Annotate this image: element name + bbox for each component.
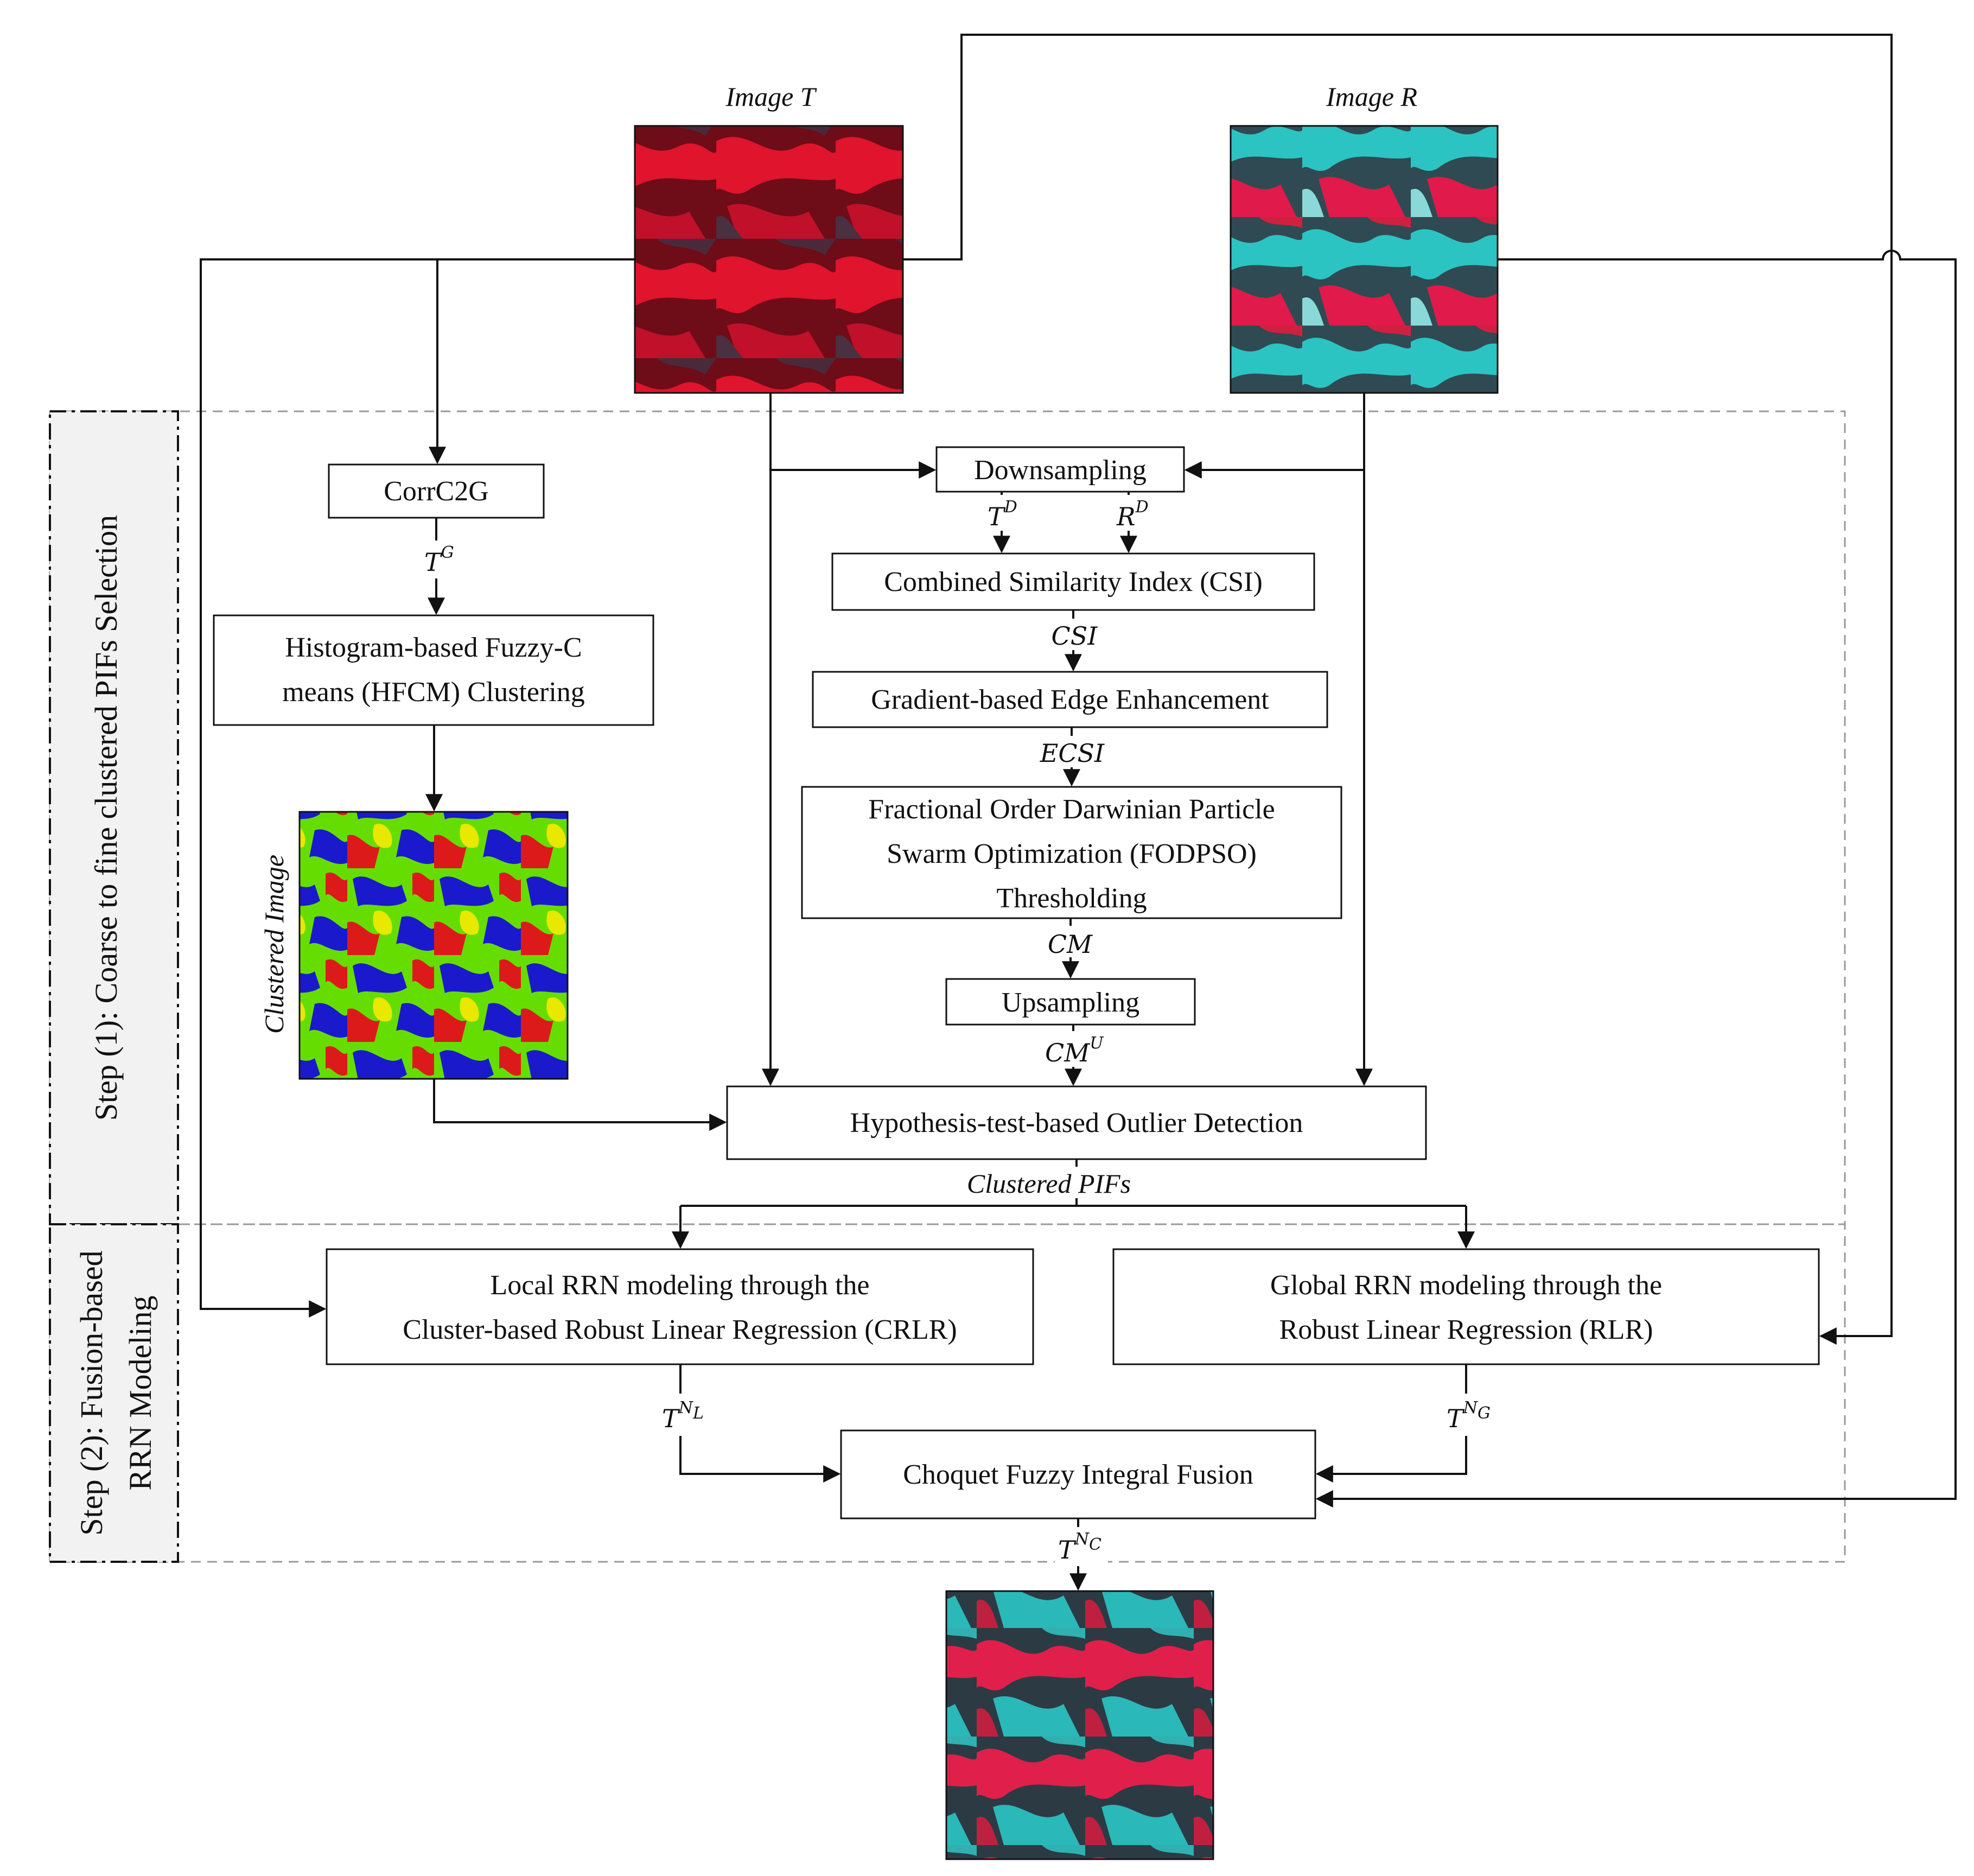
clustered-image-label: Clustered Image (259, 855, 289, 1034)
svg-text:TG: TG (424, 543, 454, 577)
svg-text:Histogram-based Fuzzy-C: Histogram-based Fuzzy-C (285, 632, 582, 663)
svg-text:TD: TD (988, 498, 1017, 531)
downsampling-box: Downsampling (935, 446, 1185, 493)
svg-text:Upsampling: Upsampling (1002, 987, 1139, 1018)
clustered-image (298, 811, 569, 1080)
svg-text:Gradient-based Edge Enhancemen: Gradient-based Edge Enhancement (871, 684, 1269, 715)
edge-label-td: TD (983, 495, 1030, 531)
hfcm-box: Histogram-based Fuzzy-C means (HFCM) Clu… (213, 614, 654, 726)
edge-label-csi: CSI (1047, 619, 1101, 651)
edge-enhancement-box: Gradient-based Edge Enhancement (812, 671, 1328, 728)
local-rrn-box: Local RRN modeling through the Cluster-b… (326, 1248, 1034, 1365)
svg-text:Combined Similarity Index (CSI: Combined Similarity Index (CSI) (884, 567, 1263, 597)
image-t (634, 125, 904, 394)
svg-text:TNC: TNC (1058, 1530, 1101, 1565)
svg-text:Clustered PIFs: Clustered PIFs (967, 1168, 1131, 1199)
edge-label-ecsi: ECSI (1035, 736, 1109, 768)
output-image (945, 1590, 1214, 1860)
step1-sidebar (49, 410, 179, 1225)
edge-label-tnl: TNL (657, 1394, 711, 1436)
svg-text:Thresholding: Thresholding (996, 883, 1147, 914)
svg-text:Swarm Optimization (FODPSO): Swarm Optimization (FODPSO) (887, 838, 1257, 869)
svg-text:means (HFCM) Clustering: means (HFCM) Clustering (282, 677, 585, 708)
step2-label-line1: Step (2): Fusion-based (74, 1250, 109, 1535)
csi-box: Combined Similarity Index (CSI) (831, 552, 1315, 611)
edge-label-tng: TNG (1442, 1394, 1497, 1436)
step1-label: Step (1): Coarse to fine clustered PIFs … (88, 515, 124, 1121)
choquet-fusion-box: Choquet Fuzzy Integral Fusion (840, 1429, 1316, 1519)
step2-sidebar (49, 1223, 179, 1563)
image-t-label: Image T (725, 81, 817, 112)
upsampling-box: Upsampling (945, 978, 1196, 1026)
svg-text:ECSI: ECSI (1040, 739, 1105, 768)
svg-text:Downsampling: Downsampling (974, 455, 1147, 486)
svg-text:Hypothesis-test-based Outlier: Hypothesis-test-based Outlier Detection (850, 1108, 1303, 1139)
svg-text:Fractional Order Darwinian Par: Fractional Order Darwinian Particle (868, 794, 1275, 825)
svg-text:RD: RD (1116, 498, 1149, 531)
svg-text:TNL: TNL (662, 1398, 704, 1433)
svg-text:Cluster-based Robust Linear Re: Cluster-based Robust Linear Regression (… (403, 1314, 957, 1345)
svg-text:CM: CM (1048, 930, 1093, 959)
step2-label-line2: RRN Modeling (123, 1295, 158, 1490)
svg-text:Choquet Fuzzy Integral Fusion: Choquet Fuzzy Integral Fusion (903, 1459, 1253, 1490)
corrc2g-box: CorrC2G (328, 463, 545, 519)
edge-label-tg: TG (418, 540, 461, 578)
edge-label-clustered-pifs: Clustered PIFs (967, 1167, 1131, 1199)
edge-label-rd: RD (1112, 495, 1161, 531)
svg-text:CMU: CMU (1045, 1034, 1104, 1067)
svg-text:Robust Linear Regression (RLR): Robust Linear Regression (RLR) (1279, 1314, 1653, 1345)
svg-text:Global RRN modeling through th: Global RRN modeling through the (1270, 1270, 1662, 1301)
step2-region (49, 1223, 1846, 1563)
fodpso-box: Fractional Order Darwinian Particle Swar… (801, 786, 1342, 919)
outlier-detection-box: Hypothesis-test-based Outlier Detection (726, 1085, 1427, 1160)
edge-label-cm: CM (1047, 926, 1094, 959)
edge-label-tnc: TNC (1055, 1527, 1108, 1566)
image-r (1230, 125, 1499, 394)
svg-text:TNG: TNG (1447, 1398, 1491, 1433)
svg-text:CSI: CSI (1052, 621, 1098, 651)
global-rrn-box: Global RRN modeling through the Robust L… (1112, 1248, 1820, 1365)
svg-text:Local RRN modeling through the: Local RRN modeling through the (490, 1270, 869, 1301)
image-r-label: Image R (1326, 81, 1417, 112)
svg-text:CorrC2G: CorrC2G (384, 476, 489, 507)
edge-label-cmu: CMU (1042, 1031, 1109, 1067)
